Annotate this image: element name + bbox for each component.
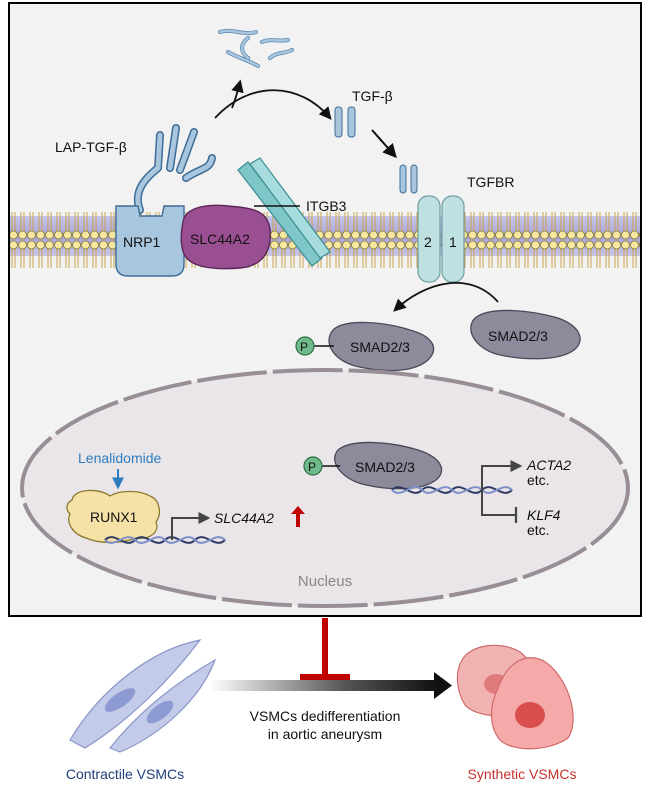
- synthetic-vsmc-illustration: [456, 644, 574, 750]
- nrp1-label: NRP1: [123, 234, 161, 250]
- nucleus: [20, 368, 630, 608]
- smad-phos-label: SMAD2/3: [350, 339, 410, 355]
- smad-nuclear-label: SMAD2/3: [355, 459, 415, 475]
- tgf-to-receptor-arrow: [371, 129, 397, 159]
- slc44a2-protein-label: SLC44A2: [190, 231, 250, 247]
- klf4-etc: etc.: [527, 522, 550, 538]
- itgb3-integrin: [237, 157, 331, 267]
- smad-phosphorylated: [328, 321, 435, 372]
- slc44a2-gene-label: SLC44A2: [214, 510, 274, 526]
- klf4-inhibition: [481, 490, 516, 516]
- nucleus-label: Nucleus: [298, 573, 352, 590]
- lap-tgf-beta-label: LAP-TGF-β: [55, 139, 127, 155]
- dna-helix-left: [104, 536, 226, 544]
- release-arrow: [231, 79, 244, 109]
- phospho-group-1: [295, 336, 315, 356]
- synthetic-label: Synthetic VSMCs: [468, 766, 577, 782]
- tgfbr-subunit-1: 1: [449, 234, 457, 250]
- smad-phosphorylation-arrow: [393, 281, 499, 312]
- smad-free-label: SMAD2/3: [488, 328, 548, 344]
- tgf-beta-dimer: [334, 106, 356, 138]
- activation-arrow: [214, 89, 332, 120]
- process-line-1: VSMCs dedifferentiation: [250, 708, 401, 724]
- smad-unphosphorylated: [470, 309, 581, 360]
- upregulation-arrow: [291, 506, 305, 527]
- lap-tgf-beta-complex: [134, 124, 216, 214]
- acta2-etc: etc.: [527, 472, 550, 488]
- dedifferentiation-arrow: [210, 672, 452, 699]
- smad-nuclear: [334, 441, 443, 490]
- runx1-protein: [66, 489, 161, 544]
- tgf-beta-bound: [399, 164, 418, 194]
- tgfbr-label: TGFBR: [467, 174, 514, 190]
- acta2-activation: [481, 460, 523, 490]
- tgf-beta-label: TGF-β: [352, 88, 393, 104]
- slc44a2-transcription-arrow: [171, 512, 211, 540]
- phospho-group-2: [303, 456, 323, 476]
- dna-helix-right: [391, 486, 513, 494]
- slc44a2-protein: [180, 204, 271, 270]
- nrp1-receptor: [115, 205, 185, 277]
- runx1-label: RUNX1: [90, 509, 138, 525]
- contractile-label: Contractile VSMCs: [66, 766, 184, 782]
- acta2-label: ACTA2: [526, 457, 571, 473]
- inhibition-bar: [300, 618, 350, 680]
- klf4-label: KLF4: [527, 507, 561, 523]
- phospho-label-1: P: [300, 340, 308, 354]
- contractile-vsmc-illustration: [69, 639, 217, 753]
- cell-membrane: [10, 211, 640, 271]
- process-line-2: in aortic aneurysm: [268, 726, 382, 742]
- lenalidomide-label: Lenalidomide: [78, 450, 161, 466]
- itgb3-label: ITGB3: [306, 198, 347, 214]
- tgfbr-subunit-2: 2: [424, 234, 432, 250]
- tgfbr-receptor: [417, 195, 465, 283]
- phospho-label-2: P: [308, 460, 316, 474]
